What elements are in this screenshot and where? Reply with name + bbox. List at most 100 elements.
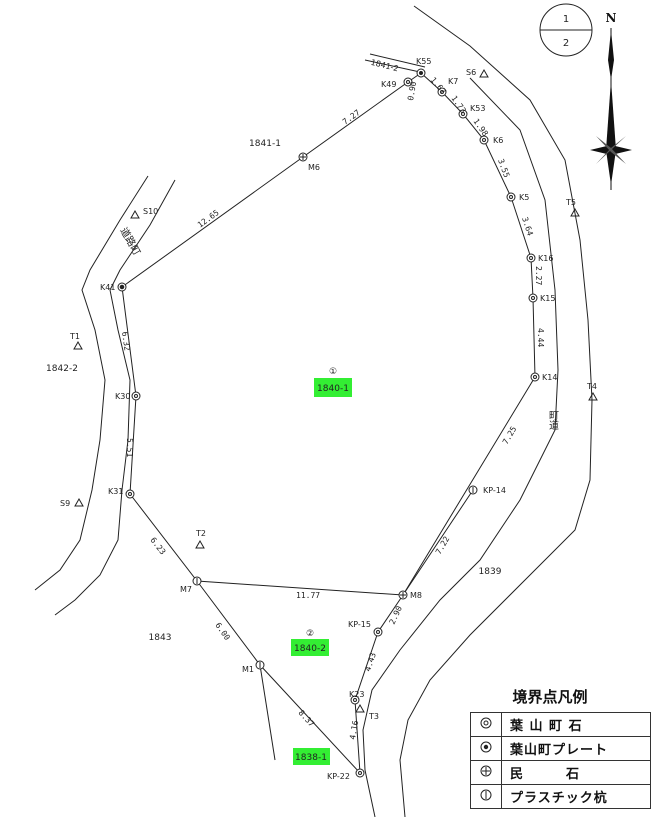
dist-k23-kp22: 4.16 (348, 720, 360, 741)
point-t2-icon (195, 539, 205, 549)
label-k16: K16 (538, 254, 553, 263)
dist-k15-k14: 4.44 (536, 328, 545, 347)
sheet-number: 1 (563, 14, 569, 25)
legend-row: 葉 山 町 石 (470, 712, 651, 737)
legend: 境界点凡例 葉 山 町 石 葉山町プレート 民 石 プラスチック杭 (470, 686, 651, 817)
dist-kp15-k23: 4.43 (363, 651, 378, 672)
road-east-label: 町道 (547, 410, 559, 430)
dist-k14-kp14: 7.25 (501, 425, 519, 446)
label-m1: M1 (242, 665, 254, 674)
label-k14: K14 (542, 373, 557, 382)
legend-table: 葉 山 町 石 葉山町プレート 民 石 プラスチック杭 (470, 712, 651, 809)
dist-kp22-m1: 8.37 (297, 708, 317, 728)
label-t4: T4 (586, 382, 597, 391)
point-k31-icon (125, 489, 135, 499)
parcel-highlight-south (293, 748, 330, 765)
north-arrow-icon: N (590, 11, 632, 190)
point-t1-icon (73, 340, 83, 350)
legend-row: プラスチック杭 (470, 784, 651, 809)
road-lines (34, 5, 593, 817)
dot-circle-icon (470, 736, 502, 761)
double-circle-icon (470, 712, 502, 737)
label-k23: K23 (349, 690, 364, 699)
label-k31: K31 (108, 487, 123, 496)
point-k16-icon (526, 253, 536, 263)
dist-k16-k15: 2.27 (534, 266, 543, 285)
point-k5-icon (506, 192, 516, 202)
label-k49: K49 (381, 80, 396, 89)
point-k53-icon (458, 109, 468, 119)
label-t1: T1 (69, 332, 80, 341)
label-s10: S10 (143, 207, 158, 216)
point-k15-icon (528, 293, 538, 303)
sheet-total: 2 (563, 38, 569, 49)
legend-label: 葉 山 町 石 (501, 712, 651, 737)
dist-m8-kp15: 2.90 (388, 604, 404, 625)
legend-label: プラスチック杭 (501, 784, 651, 809)
control-points (73, 68, 598, 713)
dist-k55-k49: 0.90 (406, 81, 418, 102)
point-s9-icon (74, 497, 84, 507)
legend-label: 葉山町プレート (501, 736, 651, 761)
parcel-south-label: 1838-1 (295, 753, 327, 763)
parcel-highlight-sub (291, 639, 329, 656)
sheet-indicator: 1 2 (539, 3, 593, 57)
label-m7: M7 (180, 585, 192, 594)
label-t2: T2 (195, 529, 206, 538)
distance-labels: 0.90 1.67 1.73 1.98 3.55 3.64 2.27 4.44 … (120, 76, 545, 741)
label-k5: K5 (519, 193, 529, 202)
dist-m7-m8: 11.77 (296, 591, 320, 600)
legend-row: 民 石 (470, 760, 651, 785)
point-k6-icon (479, 135, 489, 145)
parcel-boundary (121, 72, 536, 775)
point-t3-icon (355, 703, 365, 713)
dist-k6-k5: 3.55 (496, 158, 511, 179)
boundary-points (117, 68, 540, 778)
dist-k30-k41: 6.32 (120, 331, 132, 352)
label-k6: K6 (493, 136, 503, 145)
point-kp15-icon (373, 627, 383, 637)
label-k41: K41 (100, 283, 115, 292)
label-kp15: KP-15 (348, 620, 371, 629)
point-k7-icon (437, 87, 447, 97)
parcel-sub-label: 1840-2 (294, 644, 326, 654)
parcel-southwest-label: 1843 (149, 633, 172, 643)
label-t3: T3 (368, 712, 379, 721)
dist-m6-k49: 7.27 (341, 108, 362, 127)
point-k14-icon (530, 372, 540, 382)
bar-circle-icon (470, 784, 502, 809)
cross-circle-icon (470, 760, 502, 785)
point-k49-icon (403, 77, 413, 87)
parcel-east-label: 1839 (479, 567, 502, 577)
point-t5-icon (570, 207, 580, 217)
point-kp22-icon (355, 768, 365, 778)
legend-title: 境界点凡例 (512, 688, 588, 706)
label-m8: M8 (410, 591, 422, 600)
point-labels: K55 K49 K7 K53 K6 K5 K16 K15 K14 KP-14 M… (60, 57, 597, 781)
label-t5: T5 (565, 198, 576, 207)
label-kp14: KP-14 (483, 486, 506, 495)
parcel-sub-marker: ② (306, 629, 314, 639)
point-s6-icon (479, 68, 489, 78)
label-k7: K7 (448, 77, 458, 86)
parcel-highlight-main (314, 378, 352, 397)
point-k23-icon (350, 695, 360, 705)
label-k30: K30 (115, 392, 130, 401)
label-s9: S9 (60, 499, 70, 508)
dist-k31-k30: 5.51 (125, 438, 134, 457)
point-t4-icon (588, 391, 598, 401)
dist-kp14-m8: 7.22 (434, 535, 452, 556)
parcel-west-top-label: 1841-1 (249, 139, 281, 149)
label-kp22: KP-22 (327, 772, 350, 781)
legend-label: 民 石 (501, 760, 651, 785)
label-s6: S6 (466, 68, 476, 77)
point-s10-icon (130, 209, 140, 219)
label-k15: K15 (540, 294, 555, 303)
parcel-main-marker: ① (329, 367, 337, 377)
label-k53: K53 (470, 104, 485, 113)
label-m6: M6 (308, 163, 320, 172)
north-label: N (606, 11, 617, 25)
legend-row: 葉山町プレート (470, 736, 651, 761)
parcel-main-label: 1840-1 (317, 384, 349, 394)
